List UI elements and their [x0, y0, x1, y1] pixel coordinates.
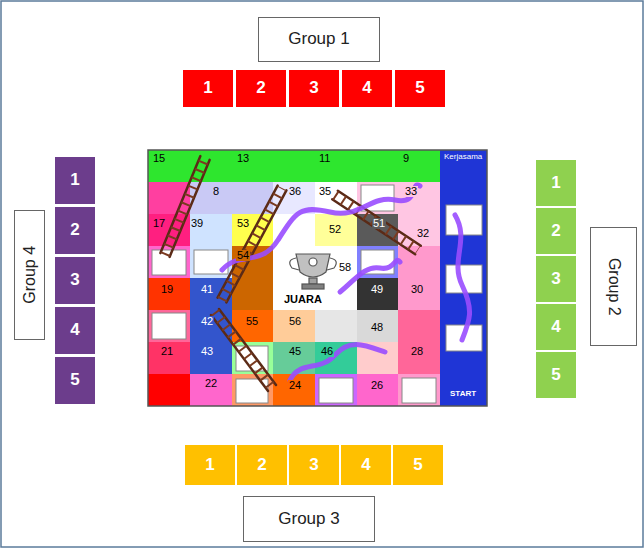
board-number: 54 [236, 250, 250, 261]
board-number: 30 [410, 284, 424, 295]
tile-number: 2 [256, 79, 265, 98]
board-number: 28 [410, 346, 424, 357]
board-number: 35 [318, 186, 332, 197]
tile-number: 3 [309, 79, 318, 98]
number-tile: 3 [536, 256, 576, 302]
number-tile: 3 [55, 257, 95, 304]
number-tile: 1 [55, 157, 95, 204]
number-tile: 1 [183, 70, 233, 107]
number-tile: 2 [237, 445, 287, 485]
board-number: 42 [200, 316, 214, 327]
number-tile: 5 [55, 357, 95, 404]
tile-number: 4 [551, 318, 560, 337]
tile-number: 5 [415, 79, 424, 98]
number-tile: 5 [393, 445, 443, 485]
board-number: JUARA [283, 294, 323, 305]
number-tile: 4 [55, 307, 95, 354]
number-tile: 3 [289, 445, 339, 485]
board-number: 52 [328, 224, 342, 235]
number-tile: 5 [395, 70, 445, 107]
tile-number: 4 [362, 79, 371, 98]
tile-number: Group 1 [288, 30, 349, 49]
number-tile: 1 [536, 160, 576, 206]
group-box: Group 3 [243, 496, 375, 542]
group-box: Group 4 [14, 210, 45, 340]
group-box: Group 1 [258, 17, 380, 62]
tile-number: 1 [205, 456, 214, 475]
tile-number: 3 [551, 270, 560, 289]
tile-number: 1 [70, 171, 79, 190]
tile-number: 2 [551, 222, 560, 241]
board-number: 48 [370, 322, 384, 333]
tile-number: 4 [361, 456, 370, 475]
board-number: 26 [370, 380, 384, 391]
board-number: 24 [288, 380, 302, 391]
group-label: Group 2 [605, 258, 623, 316]
board-number: 9 [402, 153, 410, 164]
board-number: 46 [320, 346, 334, 357]
board-number: 43 [200, 346, 214, 357]
tile-number: 5 [551, 366, 560, 385]
board-number: 21 [160, 346, 174, 357]
board-number: 17 [152, 218, 166, 229]
board-number: 19 [160, 284, 174, 295]
number-tile: 1 [185, 445, 235, 485]
tile-number: 1 [203, 79, 212, 98]
number-tile: 2 [536, 208, 576, 254]
board-number: 15 [152, 153, 166, 164]
board-number: 56 [288, 316, 302, 327]
board-number: Kerjasama [443, 153, 483, 161]
number-tile: 2 [55, 207, 95, 254]
number-tile: 3 [289, 70, 339, 107]
board-number: 41 [200, 284, 214, 295]
tile-number: 3 [309, 456, 318, 475]
board-number: 8 [212, 186, 220, 197]
board-number: 39 [190, 218, 204, 229]
board-number: 45 [288, 346, 302, 357]
number-tile: 4 [341, 445, 391, 485]
tile-number: Group 3 [278, 510, 339, 529]
group-box: Group 2 [590, 227, 637, 346]
number-tile: 4 [342, 70, 392, 107]
tile-number: 2 [70, 221, 79, 240]
number-tile: 2 [236, 70, 286, 107]
tile-number: 1 [551, 174, 560, 193]
board-number: START [449, 390, 477, 398]
board-number: 22 [204, 378, 218, 389]
group-label: Group 4 [21, 246, 39, 304]
board-number: 13 [236, 153, 250, 164]
board-number: 49 [370, 284, 384, 295]
number-tile: 5 [536, 352, 576, 398]
board-number: 51 [372, 218, 386, 229]
board-number: 11 [318, 153, 331, 164]
board-number: 33 [404, 186, 418, 197]
board-number: 32 [416, 228, 430, 239]
tile-number: 5 [70, 371, 79, 390]
board-number: 58 [338, 262, 352, 273]
tile-number: 3 [70, 271, 79, 290]
board-number: 36 [288, 186, 302, 197]
tile-number: 2 [257, 456, 266, 475]
board-number: 55 [245, 316, 259, 327]
board-number: 53 [236, 218, 250, 229]
number-tile: 4 [536, 304, 576, 350]
tile-number: 5 [413, 456, 422, 475]
tile-number: 4 [70, 321, 79, 340]
